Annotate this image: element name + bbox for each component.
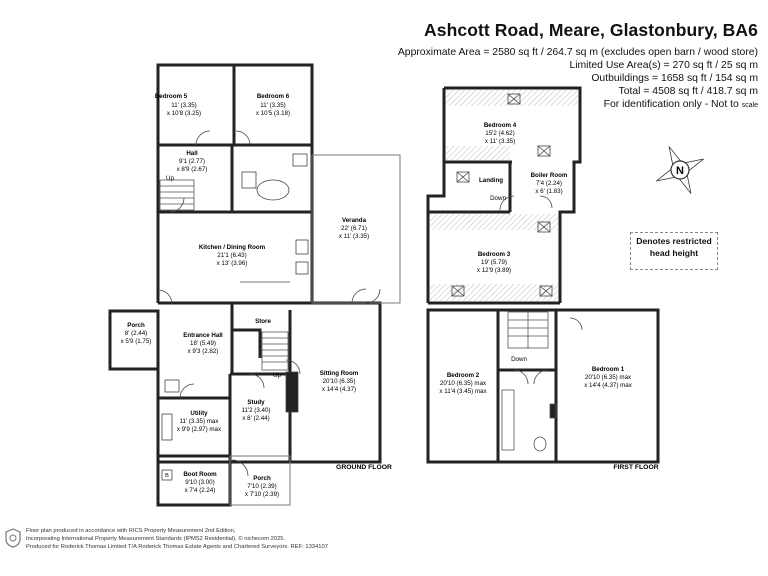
restricted-head-height-areas bbox=[430, 90, 578, 301]
compass-letter: N bbox=[676, 165, 684, 177]
ground-floor-label: GROUND FLOOR bbox=[336, 464, 392, 471]
utility-dim1: 11' (3.35) max bbox=[180, 418, 220, 425]
bedroom1-dim2: x 14'4 (4.37) max bbox=[584, 382, 633, 389]
bedroom4-dim2: x 11' (3.35) bbox=[485, 138, 515, 145]
restricted-head-height-legend: Denotes restricted head height bbox=[630, 232, 718, 270]
bootroom-dim2: x 7'4 (2.24) bbox=[185, 487, 216, 494]
bedroom3-name: Bedroom 3 bbox=[478, 251, 511, 258]
rics-badge-icon bbox=[5, 528, 21, 548]
veranda-outline bbox=[229, 154, 401, 506]
ground-floor-doors bbox=[157, 130, 381, 477]
kitchen-dim1: 21'1 (6.43) bbox=[217, 252, 246, 259]
boiler-name: Boiler Room bbox=[531, 172, 568, 179]
hall-name: Hall bbox=[186, 150, 198, 157]
bedroom6-dim1: 11' (3.35) bbox=[260, 102, 286, 109]
bedroom1-dim1: 20'10 (6.35) max bbox=[585, 374, 632, 381]
footer-line-1: Floor plan produced in accordance with R… bbox=[26, 528, 236, 534]
bedroom1-name: Bedroom 1 bbox=[592, 366, 625, 373]
porch1-dim1: 8' (2.44) bbox=[125, 330, 148, 337]
entrance-name: Entrance Hall bbox=[183, 332, 223, 339]
bedroom5-name: Bedroom 5 bbox=[155, 93, 188, 100]
first-floor-doors bbox=[499, 195, 583, 385]
footer-line-3: Produced for Roderick Thomas Limited T/A… bbox=[26, 544, 328, 550]
first-floor-label: FIRST FLOOR bbox=[613, 464, 658, 471]
porch2-name: Porch bbox=[253, 475, 271, 482]
ground-floor-stairs bbox=[159, 179, 289, 371]
porch1-dim2: x 5'9 (1.75) bbox=[121, 338, 152, 345]
veranda-dim1: 22' (6.71) bbox=[341, 225, 367, 232]
first-floor-labels: Bedroom 4 15'2 (4.62) x 11' (3.35) Boile… bbox=[439, 122, 658, 471]
bedroom3-dim1: 19' (5.79) bbox=[481, 259, 507, 266]
stair-down-first: Down bbox=[511, 356, 527, 363]
sitting-dim1: 20'10 (6.35) bbox=[323, 378, 356, 385]
utility-name: Utility bbox=[190, 410, 208, 417]
north-compass-icon: N bbox=[656, 146, 704, 194]
outbuildings-text: Outbuildings = 1658 sq ft / 154 sq m bbox=[591, 73, 758, 84]
stair-up-entrance: Up bbox=[273, 372, 281, 379]
property-title: Ashcott Road, Meare, Glastonbury, BA6 bbox=[424, 20, 758, 40]
kitchen-name: Kitchen / Dining Room bbox=[199, 244, 266, 251]
ground-floor-fixtures bbox=[161, 153, 309, 481]
identification-main: For identification only - Not to bbox=[603, 99, 739, 110]
bedroom5-dim2: x 10'8 (3.25) bbox=[167, 110, 201, 117]
identification-text: For identification only - Not to scale bbox=[604, 98, 758, 112]
entrance-dim1: 18' (5.49) bbox=[190, 340, 216, 347]
porch1-name: Porch bbox=[127, 322, 145, 329]
boiler-dim2: x 6' (1.83) bbox=[535, 188, 562, 195]
bedroom2-name: Bedroom 2 bbox=[447, 372, 480, 379]
ground-floor-walls bbox=[108, 63, 382, 507]
approx-area-text: Approximate Area = 2580 sq ft / 264.7 sq… bbox=[397, 47, 758, 58]
study-dim2: x 8' (2.44) bbox=[242, 415, 269, 422]
study-name: Study bbox=[247, 399, 265, 406]
bedroom6-name: Bedroom 6 bbox=[257, 93, 290, 100]
ground-floor-labels: Bedroom 5 11' (3.35) x 10'8 (3.25) Bedro… bbox=[121, 93, 392, 498]
store-name: Store bbox=[255, 318, 271, 325]
bedroom2-dim1: 20'10 (6.35) max bbox=[440, 380, 487, 387]
utility-dim2: x 9'9 (2.97) max bbox=[177, 426, 222, 433]
identification-scale: scale bbox=[741, 102, 758, 109]
bedroom6-dim2: x 10'5 (3.18) bbox=[256, 110, 290, 117]
stair-down-landing: Down bbox=[490, 195, 506, 202]
bedroom4-dim1: 15'2 (4.62) bbox=[485, 130, 514, 137]
bootroom-name: Boot Room bbox=[183, 471, 217, 478]
skylights bbox=[451, 93, 553, 297]
sitting-name: Sitting Room bbox=[320, 370, 359, 377]
kitchen-dim2: x 13' (3.96) bbox=[217, 260, 248, 267]
study-dim1: 11'2 (3.40) bbox=[242, 407, 271, 414]
porch2-dim1: 7'10 (2.39) bbox=[247, 483, 276, 490]
hall-dim2: x 8'9 (2.67) bbox=[177, 166, 208, 173]
footer-line-2: Incorporating International Property Mea… bbox=[26, 536, 286, 542]
porch2-dim2: x 7'10 (2.39) bbox=[245, 491, 279, 498]
veranda-dim2: x 11' (3.35) bbox=[339, 233, 369, 240]
boiler-dim1: 7'4 (2.24) bbox=[536, 180, 562, 187]
total-area-text: Total = 4508 sq ft / 418.7 sq m bbox=[618, 86, 759, 97]
first-floor-walls bbox=[426, 86, 660, 464]
bedroom2-dim2: x 11'4 (3.45) max bbox=[439, 388, 487, 395]
boiler-appliance-letter: B bbox=[165, 473, 169, 479]
landing-name: Landing bbox=[479, 177, 503, 184]
bedroom3-dim2: x 12'9 (3.89) bbox=[477, 267, 511, 274]
bedroom4-name: Bedroom 4 bbox=[484, 122, 517, 129]
veranda-name: Veranda bbox=[342, 217, 367, 224]
hall-dim1: 9'1 (2.77) bbox=[179, 158, 205, 165]
stair-up-hall: Up bbox=[166, 175, 174, 182]
bootroom-dim1: 9'10 (3.00) bbox=[185, 479, 214, 486]
first-floor-stairs bbox=[501, 311, 557, 452]
sitting-dim2: x 14'4 (4.37) bbox=[322, 386, 356, 393]
entrance-dim2: x 9'3 (2.82) bbox=[188, 348, 219, 355]
bedroom5-dim1: 11' (3.35) bbox=[171, 102, 197, 109]
limited-use-text: Limited Use Area(s) = 270 sq ft / 25 sq … bbox=[569, 60, 758, 71]
